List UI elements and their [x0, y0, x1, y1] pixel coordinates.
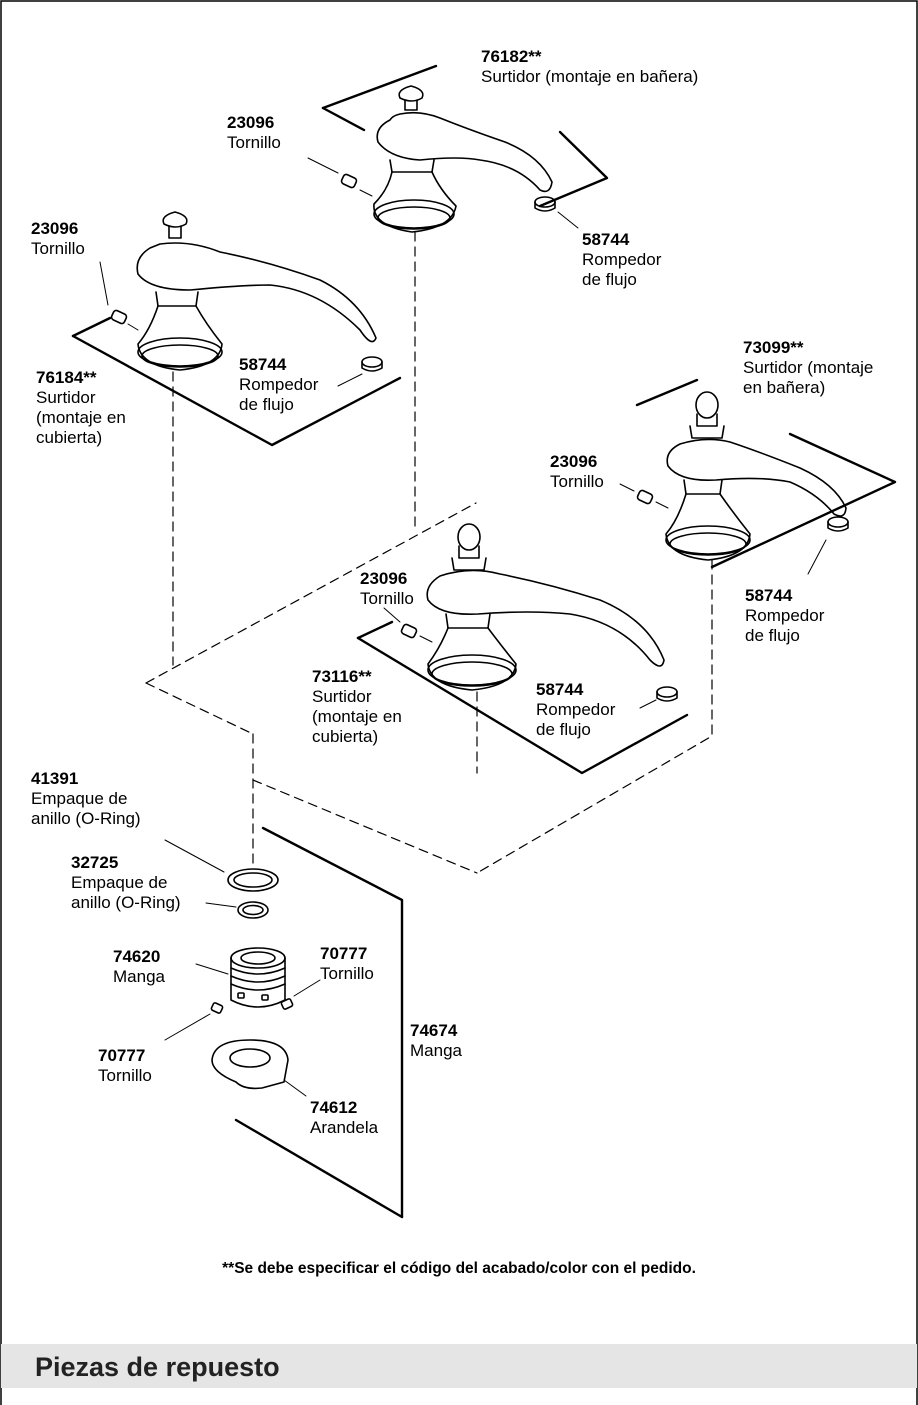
label-spout-73116: 73116** Surtidor (montaje en cubierta) [312, 667, 402, 747]
part-number: 70777 [98, 1046, 146, 1065]
aerator-58744-b-drawing [337, 356, 383, 387]
finish-color-footnote: **Se debe especificar el código del acab… [222, 1260, 696, 1277]
part-number: 58744 [536, 680, 584, 699]
screw-70777-a-drawing [280, 979, 321, 1010]
part-number: 41391 [31, 769, 79, 788]
dashed-assembly-lines [145, 231, 713, 874]
part-number: 32725 [71, 853, 119, 872]
label-spout-76182: 76182** Surtidor (montaje en bañera) [481, 47, 698, 87]
part-description: Tornillo [227, 133, 281, 152]
part-description: Surtidor (montaje en bañera) [481, 67, 699, 86]
part-description: Tornillo [360, 589, 414, 608]
part-number: 74674 [410, 1021, 458, 1040]
label-oring-32725: 32725 Empaque de anillo (O-Ring) [71, 853, 181, 913]
part-description: Rompedor de flujo [536, 700, 616, 739]
oring-32725-drawing [205, 901, 269, 919]
part-description: Surtidor (montaje en cubierta) [312, 687, 402, 746]
spout-73116-drawing [426, 523, 665, 691]
sleeve-74620-drawing [195, 947, 286, 1008]
part-number: 74620 [113, 947, 161, 966]
part-number: 23096 [550, 452, 598, 471]
part-description: Manga [410, 1041, 462, 1060]
label-screw-23096-c: 23096 Tornillo [550, 452, 604, 492]
part-number: 76184** [36, 368, 97, 387]
aerator-58744-c-drawing [807, 516, 849, 575]
part-number: 58744 [239, 355, 287, 374]
label-screw-23096-a: 23096 Tornillo [227, 113, 281, 153]
label-screw-23096-d: 23096 Tornillo [360, 569, 414, 609]
oring-41391-drawing [164, 839, 279, 892]
washer-74612-drawing [211, 1039, 307, 1097]
label-spout-76184: 76184** Surtidor (montaje en cubierta) [36, 368, 126, 448]
label-aerator-58744-d: 58744 Rompedor de flujo [536, 680, 615, 740]
label-spout-73099: 73099** Surtidor (montaje en bañera) [743, 338, 873, 398]
label-aerator-58744-c: 58744 Rompedor de flujo [745, 586, 824, 646]
label-screw-70777-a: 70777 Tornillo [320, 944, 374, 984]
section-header-bar: Piezas de repuesto [1, 1344, 917, 1388]
part-number: 73099** [743, 338, 804, 357]
part-description: Surtidor (montaje en cubierta) [36, 388, 126, 447]
label-oring-41391: 41391 Empaque de anillo (O-Ring) [31, 769, 141, 829]
spout-76182-drawing [373, 85, 553, 233]
part-description: Rompedor de flujo [582, 250, 662, 289]
part-description: Arandela [310, 1118, 379, 1137]
part-description: Tornillo [31, 239, 85, 258]
part-number: 23096 [227, 113, 275, 132]
part-description: Tornillo [550, 472, 604, 491]
part-number: 23096 [360, 569, 408, 588]
part-description: Rompedor de flujo [745, 606, 825, 645]
part-description: Tornillo [320, 964, 374, 983]
part-number: 73116** [312, 667, 372, 686]
part-number: 23096 [31, 219, 79, 238]
part-description: Surtidor (montaje en bañera) [743, 358, 874, 397]
label-sleeve-74674: 74674 Manga [410, 1021, 462, 1061]
screw-70777-b-drawing [164, 1002, 224, 1041]
plate-outlines [71, 64, 897, 1219]
spout-73099-drawing [665, 391, 847, 561]
part-number: 74612 [310, 1098, 358, 1117]
part-description: Rompedor de flujo [239, 375, 319, 414]
label-screw-23096-b: 23096 Tornillo [31, 219, 85, 259]
aerator-58744-d-drawing [639, 686, 678, 709]
label-screw-70777-b: 70777 Tornillo [98, 1046, 152, 1086]
label-washer-74612: 74612 Arandela [310, 1098, 378, 1138]
screw-23096-a-drawing [307, 157, 373, 197]
screw-23096-c-drawing [619, 483, 669, 509]
part-number: 70777 [320, 944, 368, 963]
aerator-58744-a-drawing [534, 196, 579, 229]
part-number: 76182** [481, 47, 542, 66]
label-aerator-58744-a: 58744 Rompedor de flujo [582, 230, 661, 290]
exploded-parts-diagram [71, 64, 897, 1219]
label-aerator-58744-b: 58744 Rompedor de flujo [239, 355, 318, 415]
spout-76184-drawing [136, 211, 377, 371]
screw-23096-d-drawing [383, 607, 433, 643]
part-number: 58744 [745, 586, 793, 605]
part-description: Manga [113, 967, 165, 986]
label-sleeve-74620: 74620 Manga [113, 947, 165, 987]
screw-23096-b-drawing [99, 261, 139, 331]
part-description: Empaque de anillo (O-Ring) [71, 873, 181, 912]
part-description: Empaque de anillo (O-Ring) [31, 789, 141, 828]
section-title: Piezas de repuesto [35, 1352, 280, 1382]
part-number: 58744 [582, 230, 630, 249]
part-description: Tornillo [98, 1066, 152, 1085]
